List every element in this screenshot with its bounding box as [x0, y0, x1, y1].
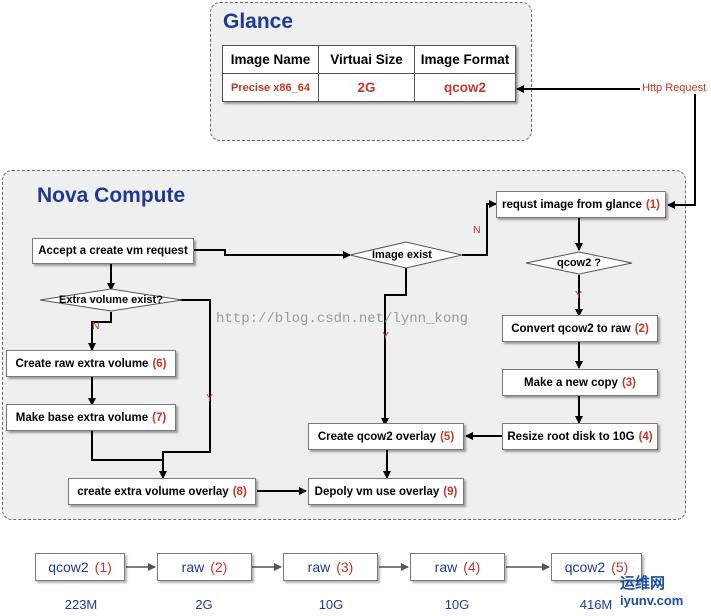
image-exist-label: Image exist: [372, 249, 432, 261]
nova-title: Nova Compute: [37, 184, 186, 207]
convert-node: Convert qcow2 to raw (2): [502, 315, 658, 342]
stage-size-4: 10G: [444, 597, 470, 612]
stage-num-3: (3): [336, 559, 354, 575]
create-overlay-num: (5): [440, 430, 455, 443]
label-y-image: Y: [382, 330, 390, 342]
request-image-text: requst image from glance: [501, 198, 642, 211]
stage-box-1: qcow2 (1): [35, 553, 125, 581]
resize-node: Resize root disk to 10G (4): [502, 423, 658, 450]
extra-overlay-node: create extra volume overlay (8): [68, 478, 256, 505]
nova-region: [2, 170, 686, 520]
make-base-extra-node: Make base extra volume (7): [6, 404, 176, 431]
stage-box-3: raw (3): [283, 553, 378, 581]
create-raw-extra-text: Create raw extra volume: [15, 357, 149, 370]
label-y-extra: Y: [206, 392, 214, 404]
table-cell-image-name: Precise x86_64: [222, 73, 319, 102]
table-header-image-name: Image Name: [222, 45, 319, 74]
extra-overlay-text: create extra volume overlay: [77, 485, 229, 498]
stage-name-4: raw: [434, 559, 458, 575]
new-copy-text: Make a new copy: [523, 376, 618, 389]
label-n-image: N: [473, 224, 481, 236]
accept-request-text: Accept a create vm request: [38, 245, 188, 257]
qcow2-diamond: [525, 251, 633, 275]
stage-name-2: raw: [181, 559, 205, 575]
stage-name-3: raw: [307, 559, 331, 575]
qcow2-check-label: qcow2 ?: [557, 257, 602, 269]
create-raw-extra-node: Create raw extra volume (6): [6, 350, 176, 377]
convert-num: (2): [634, 322, 649, 335]
stage-num-5: (5): [611, 559, 629, 575]
extra-overlay-num: (8): [232, 485, 247, 498]
deploy-text: Depoly vm use overlay: [314, 485, 440, 498]
table-cell-virtual-size: 2G: [318, 73, 415, 102]
glance-title: Glance: [223, 10, 294, 33]
new-copy-node: Make a new copy (3): [502, 369, 658, 396]
stage-size-1: 223M: [64, 597, 98, 612]
create-overlay-node: Create qcow2 overlay (5): [308, 423, 464, 450]
stage-size-3: 10G: [318, 597, 344, 612]
make-base-extra-text: Make base extra volume: [15, 411, 149, 424]
stage-num-4: (4): [463, 559, 481, 575]
create-raw-extra-num: (6): [152, 357, 167, 370]
new-copy-num: (3): [621, 376, 637, 389]
request-image-node: requst image from glance (1): [496, 191, 666, 218]
resize-num: (4): [638, 430, 653, 443]
deploy-node: Depoly vm use overlay (9): [308, 478, 464, 505]
stage-name-1: qcow2: [48, 559, 89, 575]
make-base-extra-num: (7): [152, 411, 167, 424]
accept-request-node: Accept a create vm request: [32, 238, 194, 264]
request-image-num: (1): [645, 198, 661, 211]
stage-box-2: raw (2): [157, 553, 252, 581]
watermark-text: http://blog.csdn.net/lynn_kong: [216, 311, 469, 327]
site-logo: 运维网 iyunv.com: [620, 572, 683, 608]
logo-text: 运维网: [620, 575, 666, 592]
glance-image-table: Image Name Virtuai Size Image Format Pre…: [222, 45, 516, 102]
extra-volume-exist-label: Extra volume exist?: [59, 294, 163, 306]
stage-name-5: qcow2: [564, 559, 606, 575]
stage-size-5: 416M: [579, 597, 613, 612]
create-overlay-text: Create qcow2 overlay: [317, 430, 437, 443]
resize-text: Resize root disk to 10G: [507, 430, 635, 443]
stage-num-1: (1): [94, 559, 112, 575]
convert-text: Convert qcow2 to raw: [511, 322, 631, 335]
logo-sub: iyunv.com: [620, 593, 684, 608]
label-y-qcow2: Y: [575, 289, 583, 301]
table-cell-image-format: qcow2: [414, 73, 516, 102]
label-n-extra: N: [92, 320, 100, 332]
table-header-virtual-size: Virtuai Size: [318, 45, 415, 74]
http-request-label: Http Request: [640, 82, 709, 94]
extra-volume-diamond: [39, 288, 183, 312]
stage-box-5: qcow2 (5): [551, 553, 642, 581]
stage-box-4: raw (4): [410, 553, 505, 581]
image-exist-diamond: [349, 241, 463, 269]
stage-num-2: (2): [210, 559, 228, 575]
deploy-num: (9): [443, 485, 458, 498]
stage-size-2: 2G: [195, 597, 213, 612]
